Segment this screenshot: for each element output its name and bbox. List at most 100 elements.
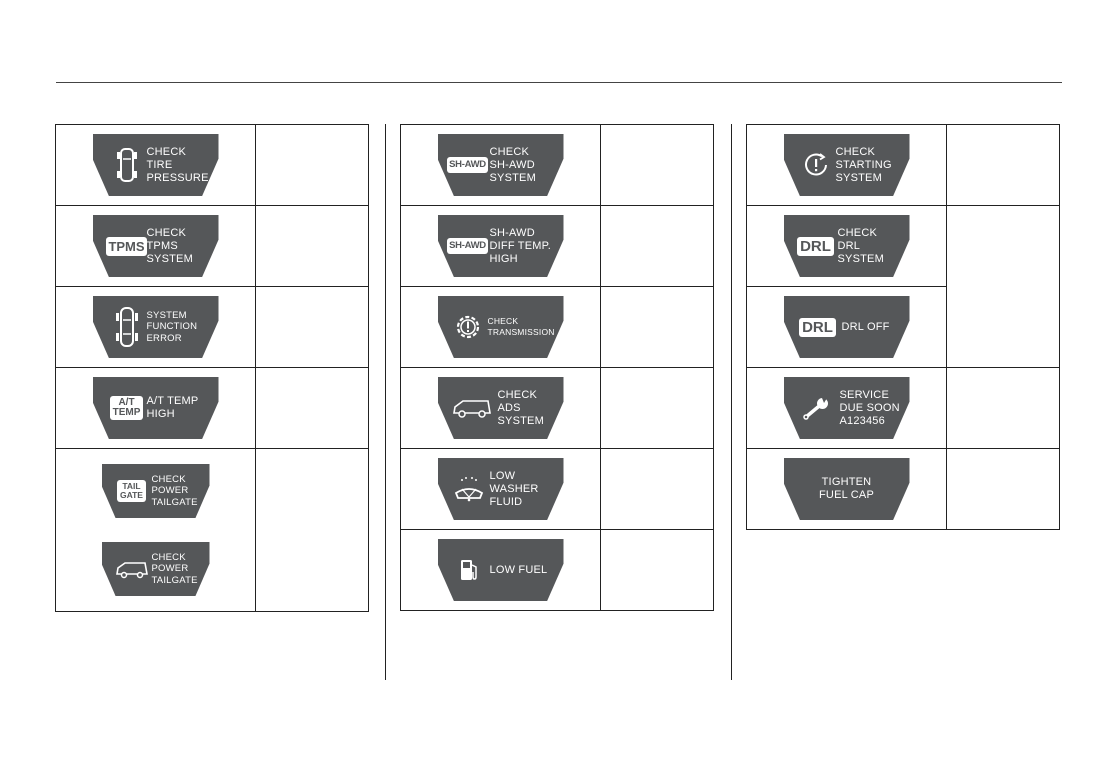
message-badge: DRL DRL OFF [783, 296, 910, 358]
description-cell [255, 124, 369, 206]
message-badge: TIGHTEN FUEL CAP [783, 458, 910, 520]
message-text: DRL OFF [841, 320, 890, 333]
message-table-1: CHECK TIRE PRESSURE TPMS CHECK TPMS SYST… [55, 124, 369, 612]
message-text: LOW FUEL [489, 563, 548, 576]
message-text: CHECK SH-AWD SYSTEM [489, 145, 536, 184]
message-cell: A/T TEMP A/T TEMP HIGH [55, 367, 256, 449]
column-divider [385, 124, 386, 680]
message-text: TIGHTEN FUEL CAP [819, 476, 874, 501]
message-cell: LOW WASHER FLUID [400, 448, 601, 530]
description-cell [600, 529, 714, 611]
message-cell: TIGHTEN FUEL CAP [746, 448, 947, 530]
message-cell: SYSTEM FUNCTION ERROR [55, 286, 256, 368]
description-cell [255, 448, 369, 612]
message-text: CHECK ADS SYSTEM [497, 388, 544, 427]
fuel-pump-icon [448, 557, 490, 583]
message-text: SYSTEM FUNCTION ERROR [146, 309, 198, 344]
table-row: TIGHTEN FUEL CAP [746, 448, 1060, 530]
table-row: SERVICE DUE SOON A123456 [746, 367, 1060, 449]
drl-icon: DRL [794, 236, 838, 256]
message-cell: LOW FUEL [400, 529, 601, 611]
description-cell [255, 367, 369, 449]
message-cell: CHECK STARTING SYSTEM [746, 124, 947, 206]
table-row: SYSTEM FUNCTION ERROR [55, 286, 369, 368]
table-row: LOW FUEL [400, 529, 714, 611]
table-row: A/T TEMP A/T TEMP HIGH [55, 367, 369, 449]
message-cell: DRL DRL OFF [746, 286, 947, 368]
message-cell: SERVICE DUE SOON A123456 [746, 367, 947, 449]
message-badge: LOW WASHER FLUID [437, 458, 564, 520]
column-divider [731, 124, 732, 680]
tpms-icon: TPMS [106, 236, 147, 256]
message-text: CHECK STARTING SYSTEM [835, 145, 892, 184]
description-cell [600, 367, 714, 449]
description-cell [600, 124, 714, 206]
description-cell [946, 448, 1060, 530]
message-badge: A/T TEMP A/T TEMP HIGH [92, 377, 219, 439]
message-badge: CHECK STARTING SYSTEM [783, 134, 910, 196]
starting-system-icon [796, 151, 836, 179]
message-text: LOW WASHER FLUID [489, 469, 539, 508]
message-badge: TPMS CHECK TPMS SYSTEM [92, 215, 219, 277]
description-cell [946, 124, 1060, 206]
description-cell [255, 205, 369, 287]
message-cell: CHECK TRANSMISSION [400, 286, 601, 368]
message-badge: DRL CHECK DRL SYSTEM [783, 215, 910, 277]
message-text: CHECK TPMS SYSTEM [146, 226, 193, 265]
wrench-icon [794, 395, 840, 421]
suv-side-icon [112, 559, 152, 579]
description-cell [255, 286, 369, 368]
message-badge: LOW FUEL [437, 539, 564, 601]
message-badge: TAIL GATE CHECK POWER TAILGATE [101, 464, 210, 518]
table-row: SH-AWD SH-AWD DIFF TEMP. HIGH [400, 205, 714, 287]
message-text: CHECK POWER TAILGATE [151, 473, 198, 508]
table-row: SH-AWD CHECK SH-AWD SYSTEM [400, 124, 714, 206]
drl-icon: DRL [794, 317, 842, 337]
table-row: TAIL GATE CHECK POWER TAILGATE CHECK POW… [55, 448, 369, 612]
table-row: LOW WASHER FLUID [400, 448, 714, 530]
gear-warning-icon [448, 313, 488, 341]
message-cell: CHECK ADS SYSTEM [400, 367, 601, 449]
washer-icon [448, 475, 490, 503]
message-cell: TPMS CHECK TPMS SYSTEM [55, 205, 256, 287]
message-badge: SYSTEM FUNCTION ERROR [92, 296, 219, 358]
sh-awd-icon: SH-AWD [446, 157, 490, 173]
message-badge: CHECK TRANSMISSION [437, 296, 564, 358]
suv-side-icon [446, 397, 498, 419]
message-cell: DRL CHECK DRL SYSTEM [746, 205, 947, 287]
message-table-2: SH-AWD CHECK SH-AWD SYSTEM SH-AWD SH-AWD… [400, 124, 714, 611]
tire-car-top-icon [107, 145, 147, 185]
table-row: CHECK STARTING SYSTEM [746, 124, 1060, 206]
message-badge: SH-AWD CHECK SH-AWD SYSTEM [437, 134, 564, 196]
table-row: DRL CHECK DRL SYSTEM [746, 205, 1060, 368]
message-text: A/T TEMP HIGH [146, 395, 199, 420]
message-badge: CHECK ADS SYSTEM [437, 377, 564, 439]
message-badge: CHECK POWER TAILGATE [101, 542, 210, 596]
table-row: CHECK TRANSMISSION [400, 286, 714, 368]
sh-awd-icon: SH-AWD [446, 238, 490, 254]
table-row: DRL DRL OFF [746, 286, 1060, 368]
description-cell [946, 205, 1060, 368]
car-top-view-icon [107, 305, 147, 349]
message-badge: CHECK TIRE PRESSURE [92, 134, 219, 196]
message-badge: SH-AWD SH-AWD DIFF TEMP. HIGH [437, 215, 564, 277]
message-text: CHECK DRL SYSTEM [837, 226, 884, 265]
table-row: CHECK ADS SYSTEM [400, 367, 714, 449]
message-cell: TAIL GATE CHECK POWER TAILGATE CHECK POW… [55, 448, 256, 612]
description-cell [600, 205, 714, 287]
tailgate-icon: TAIL GATE [112, 480, 152, 502]
message-text: CHECK TIRE PRESSURE [146, 145, 209, 184]
message-cell: SH-AWD SH-AWD DIFF TEMP. HIGH [400, 205, 601, 287]
description-cell [946, 367, 1060, 449]
message-badge: SERVICE DUE SOON A123456 [783, 377, 910, 439]
message-text: SERVICE DUE SOON A123456 [839, 388, 900, 427]
table-row: TPMS CHECK TPMS SYSTEM [55, 205, 369, 287]
description-cell [600, 286, 714, 368]
message-text: CHECK TRANSMISSION [487, 315, 555, 338]
message-text: SH-AWD DIFF TEMP. HIGH [489, 226, 551, 265]
at-temp-icon: A/T TEMP [107, 396, 147, 420]
description-cell [600, 448, 714, 530]
message-table-3: CHECK STARTING SYSTEM DRL CHECK DRL SYST… [746, 124, 1060, 530]
message-cell: SH-AWD CHECK SH-AWD SYSTEM [400, 124, 601, 206]
header-rule [56, 82, 1062, 83]
